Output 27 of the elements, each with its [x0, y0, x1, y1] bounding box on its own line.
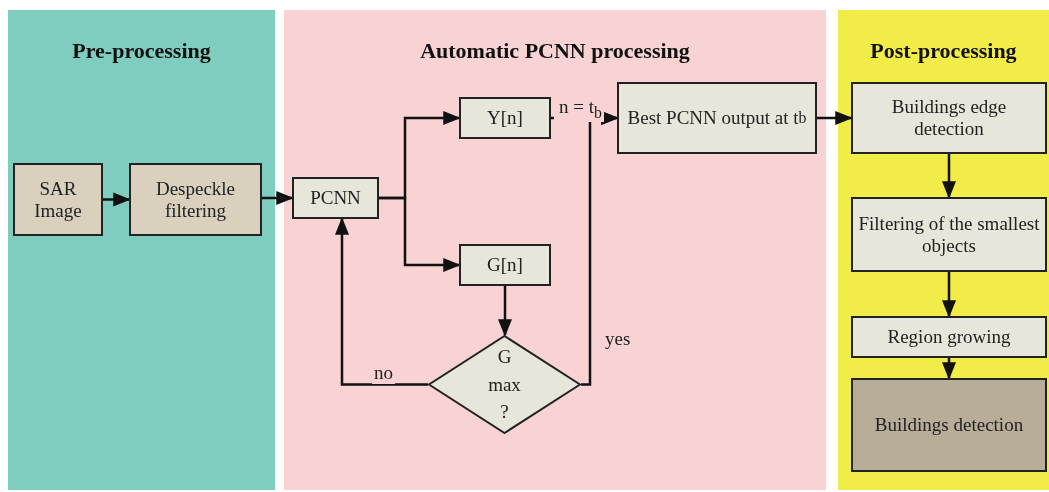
panel-heading: Pre-processing: [71, 38, 212, 64]
process-box: Buildings edge detection: [851, 82, 1047, 154]
panel-heading: Automatic PCNN processing: [419, 38, 691, 64]
process-box: Buildings detection: [851, 378, 1047, 472]
decision-diamond: [428, 335, 581, 434]
process-box: Region growing: [851, 316, 1047, 358]
arrow: [103, 192, 131, 207]
arrow: [379, 196, 461, 272]
arrow: [335, 217, 428, 386]
process-box: Y[n]: [459, 97, 551, 139]
process-box: SAR Image: [13, 163, 103, 236]
arrow: [942, 154, 956, 199]
arrow: [581, 111, 619, 386]
stage-panel: [8, 10, 275, 490]
stage-panel: [838, 10, 1049, 490]
arrow: [262, 191, 294, 205]
arrow: [942, 272, 956, 318]
process-box: Despeckle filtering: [129, 163, 262, 236]
stage-panel: [284, 10, 826, 490]
decision-text: G max ?: [487, 345, 522, 425]
process-box: G[n]: [459, 244, 551, 286]
arrow: [498, 286, 512, 337]
process-box: PCNN: [292, 177, 379, 219]
arrow: [942, 358, 956, 380]
arrow: [817, 111, 853, 125]
process-box: Filtering of the smallest objects: [851, 197, 1047, 272]
panel-heading: Post-processing: [869, 38, 1018, 64]
